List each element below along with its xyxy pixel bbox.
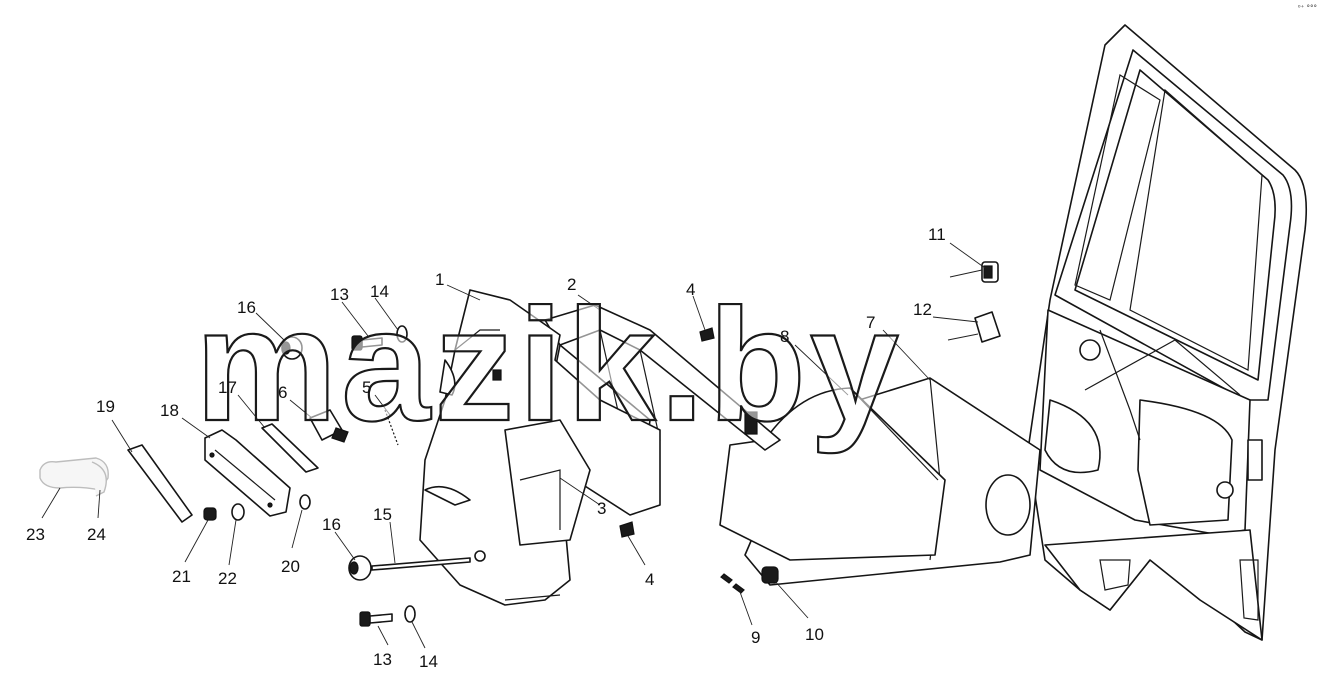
corner-mark: ⁰⁺ °°° — [1297, 4, 1317, 12]
callout-24: 24 — [87, 525, 106, 544]
part-13-bolt-top — [351, 335, 383, 351]
callout-10: 10 — [805, 625, 824, 644]
callout-9: 9 — [751, 628, 760, 647]
part-19-cover-plate — [127, 444, 193, 523]
part-4-screw-top — [699, 327, 715, 342]
callout-14-top: 14 — [370, 282, 389, 301]
part-16-cap-bottom — [348, 555, 372, 581]
callout-18: 18 — [160, 401, 179, 420]
part-6-lock-cylinder — [309, 409, 349, 443]
callout-16-top: 16 — [237, 298, 256, 317]
leader-lines — [41, 242, 986, 649]
part-8-inner-panel — [719, 387, 946, 561]
part-16-cap-top — [281, 336, 303, 360]
callout-12: 12 — [913, 300, 932, 319]
callout-6: 6 — [278, 383, 287, 402]
callout-14-bottom: 14 — [419, 652, 438, 671]
part-13-bolt-bottom — [359, 611, 393, 627]
part-18-handle-base — [204, 429, 291, 517]
callout-23: 23 — [26, 525, 45, 544]
part-9-pin — [720, 573, 745, 594]
callout-4-bottom: 4 — [645, 570, 654, 589]
part-14-washer-top — [396, 325, 408, 343]
door-frame — [1027, 24, 1308, 641]
callout-17: 17 — [218, 378, 237, 397]
callout-2: 2 — [567, 275, 576, 294]
callout-21: 21 — [172, 567, 191, 586]
part-21-screw — [203, 507, 217, 521]
part-17-gasket — [261, 423, 319, 473]
callout-8: 8 — [780, 327, 789, 346]
callout-5: 5 — [362, 378, 371, 397]
part-8-panel-fold — [849, 387, 939, 481]
part-15-long-bolt — [371, 550, 486, 571]
part-23-24-handle-ghost — [39, 457, 109, 497]
callout-13-bottom: 13 — [373, 650, 392, 669]
part-22-washer — [231, 503, 245, 521]
part-1-door-trim — [419, 289, 661, 606]
part-11-clip — [981, 261, 999, 283]
callout-7: 7 — [866, 313, 875, 332]
part-7-speaker-hole — [985, 474, 1031, 536]
part-10-fastener — [761, 566, 779, 584]
part-20-washer — [299, 494, 311, 510]
callout-19: 19 — [96, 397, 115, 416]
callout-16-bottom: 16 — [322, 515, 341, 534]
callout-3: 3 — [597, 499, 606, 518]
part-12-nut-plate — [974, 311, 1001, 343]
callout-11: 11 — [928, 225, 946, 244]
callout-4-top: 4 — [686, 280, 695, 299]
callout-13-top: 13 — [330, 285, 349, 304]
part-14-washer-bottom — [404, 605, 416, 623]
watermark: mazik.by — [195, 275, 903, 454]
callout-1: 1 — [435, 270, 444, 289]
part-4-screw-bottom — [619, 521, 635, 538]
callout-20: 20 — [281, 557, 300, 576]
callout-labels: 1 2 3 4 4 5 6 7 8 9 10 11 12 13 13 14 14… — [26, 225, 946, 671]
callout-15: 15 — [373, 505, 392, 524]
callout-22: 22 — [218, 569, 237, 588]
